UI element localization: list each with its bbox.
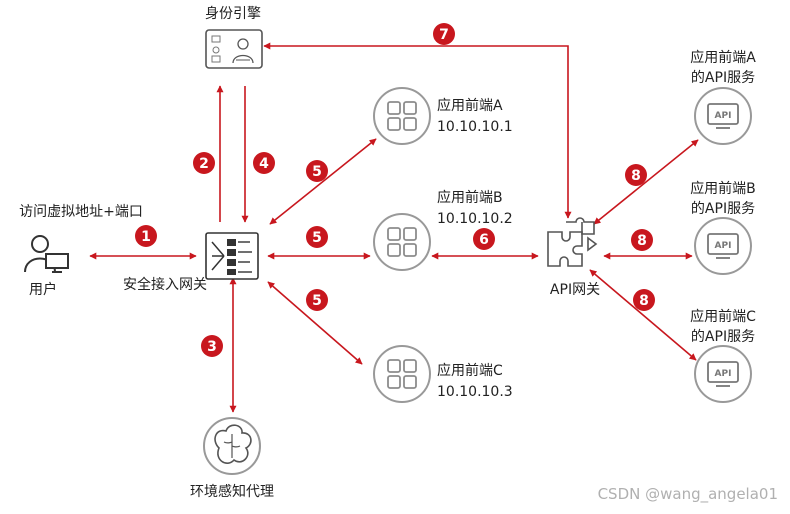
step-badge-6-text: 6 <box>479 232 489 248</box>
service-c-line2: 的API服务 <box>691 329 755 345</box>
env-agent-node: 环境感知代理 <box>190 417 274 500</box>
service-a-line2: 的API服务 <box>691 70 755 86</box>
gateway-icon <box>205 232 259 280</box>
service-b-line1: 应用前端B <box>690 180 756 197</box>
arrow-apigw-service-c <box>589 269 697 361</box>
service-b-api-text: API <box>715 241 732 251</box>
step-badge-5-bottom: 5 <box>306 289 328 311</box>
arrow-gateway-frontend-a <box>269 138 377 225</box>
service-b-node: 应用前端B 的API服务 API <box>690 180 756 275</box>
secure-gateway-node: 安全接入网关 <box>123 232 259 293</box>
step-badge-5-bottom-text: 5 <box>312 293 322 309</box>
brain-icon <box>203 417 261 475</box>
step-badge-7: 7 <box>433 23 455 45</box>
frontend-a-name: 应用前端A <box>437 97 503 114</box>
step-badge-4-text: 4 <box>259 156 269 172</box>
service-a-node: 应用前端A 的API服务 API <box>690 49 756 145</box>
step-badge-8-bottom-text: 8 <box>639 293 649 309</box>
arrows <box>89 42 699 413</box>
frontend-b-ip: 10.10.10.2 <box>437 211 513 227</box>
step-badge-8-bottom: 8 <box>633 289 655 311</box>
service-c-api-text: API <box>715 369 732 379</box>
service-a-line1: 应用前端A <box>690 49 756 66</box>
api-gateway-node: API网关 <box>547 217 600 298</box>
virtual-address-label: 访问虚拟地址+端口 <box>19 204 143 220</box>
frontend-a-icon <box>373 87 431 145</box>
user-icon <box>24 235 69 273</box>
step-badge-4: 4 <box>253 152 275 174</box>
service-b-api-icon: API <box>694 217 752 275</box>
puzzle-icon <box>547 217 598 267</box>
frontend-c-ip: 10.10.10.3 <box>437 384 513 400</box>
frontend-b-node: 应用前端B 10.10.10.2 <box>373 189 513 271</box>
identity-card-icon <box>205 29 263 69</box>
step-badges: 1 2 4 3 5 5 5 6 7 8 8 8 <box>135 23 655 357</box>
arrow-apigw-identity <box>263 42 572 219</box>
step-badge-8-mid-text: 8 <box>637 233 647 249</box>
step-badge-5-mid-text: 5 <box>312 230 322 246</box>
step-badge-5-top: 5 <box>306 160 328 182</box>
frontend-a-node: 应用前端A 10.10.10.1 <box>373 87 513 145</box>
identity-engine-node: 身份引擎 <box>205 6 263 69</box>
frontend-b-icon <box>373 213 431 271</box>
service-c-api-icon: API <box>694 345 752 403</box>
step-badge-1-text: 1 <box>141 229 151 245</box>
step-badge-5-top-text: 5 <box>312 164 322 180</box>
step-badge-8-top: 8 <box>625 164 647 186</box>
frontend-c-icon <box>373 345 431 403</box>
identity-engine-label: 身份引擎 <box>205 6 261 22</box>
step-badge-8-top-text: 8 <box>631 168 641 184</box>
user-node: 访问虚拟地址+端口 用户 <box>19 204 143 298</box>
arrow-apigw-service-a <box>593 139 699 225</box>
frontend-c-node: 应用前端C 10.10.10.3 <box>373 345 513 403</box>
service-c-node: 应用前端C 的API服务 API <box>690 308 756 403</box>
step-badge-3: 3 <box>201 335 223 357</box>
service-a-api-text: API <box>715 111 732 121</box>
frontend-c-name: 应用前端C <box>437 362 503 379</box>
step-badge-2-text: 2 <box>199 156 209 172</box>
secure-gateway-label: 安全接入网关 <box>123 276 207 293</box>
service-a-api-icon: API <box>694 87 752 145</box>
api-gateway-label: API网关 <box>550 282 600 298</box>
frontend-b-name: 应用前端B <box>437 189 503 206</box>
step-badge-1: 1 <box>135 225 157 247</box>
step-badge-5-mid: 5 <box>306 226 328 248</box>
step-badge-3-text: 3 <box>207 339 217 355</box>
env-agent-label: 环境感知代理 <box>190 483 274 500</box>
step-badge-8-mid: 8 <box>631 229 653 251</box>
step-badge-6: 6 <box>473 228 495 250</box>
step-badge-7-text: 7 <box>439 27 449 43</box>
frontend-a-ip: 10.10.10.1 <box>437 119 513 135</box>
user-label: 用户 <box>29 281 57 298</box>
watermark: CSDN @wang_angela01 <box>598 485 778 504</box>
arrow-gateway-frontend-c <box>267 281 363 365</box>
service-c-line1: 应用前端C <box>690 308 756 325</box>
step-badge-2: 2 <box>193 152 215 174</box>
service-b-line2: 的API服务 <box>691 201 755 217</box>
